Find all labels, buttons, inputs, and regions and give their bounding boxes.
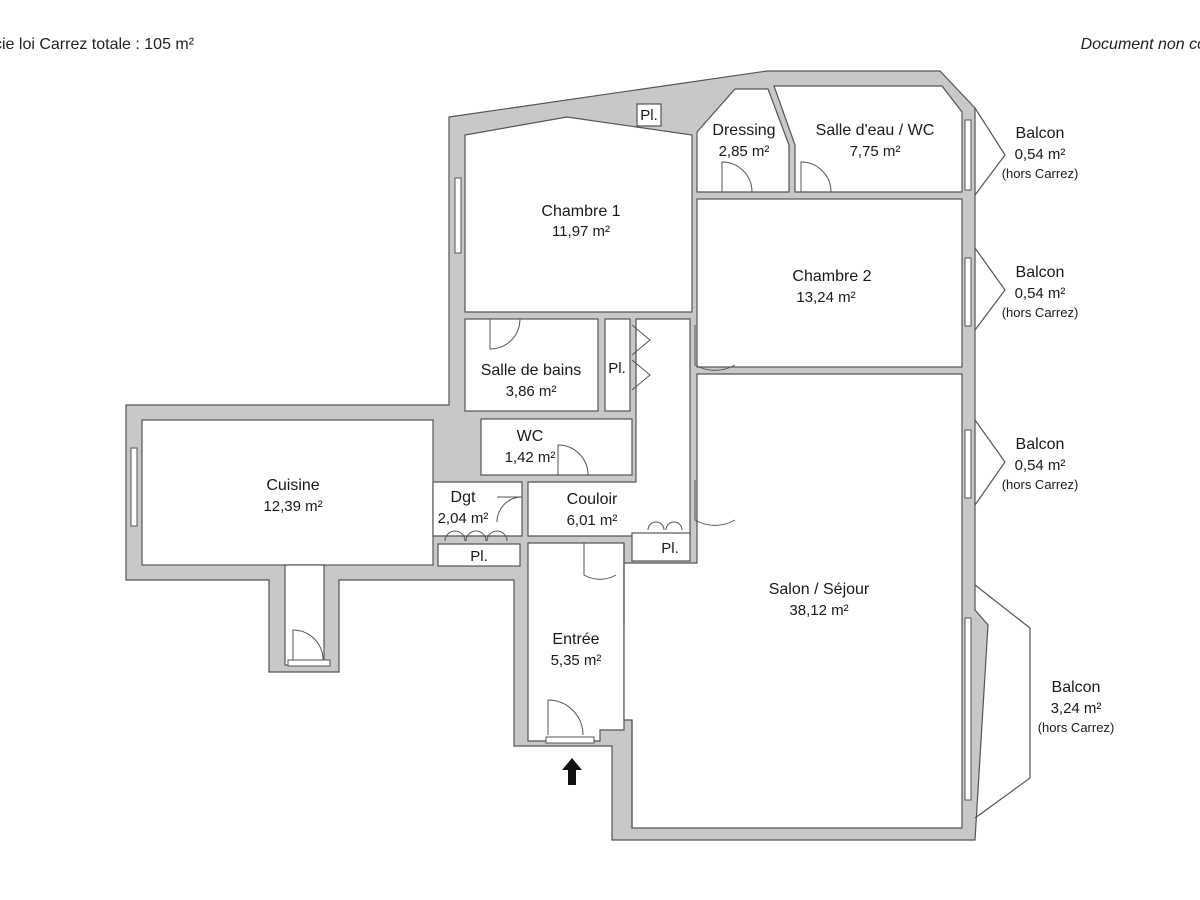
room-pl-dgt	[437, 543, 521, 567]
balcony-label: Balcon	[1052, 679, 1101, 696]
room-pl-top	[636, 103, 662, 127]
balcony-1-outline	[974, 107, 1006, 196]
balcony-area: 0,54 m²	[1015, 457, 1066, 474]
room-label: Chambre 1	[541, 203, 620, 220]
room-area: 38,12 m²	[789, 602, 848, 619]
room-area: 1,42 m²	[505, 449, 556, 466]
room-area: 6,01 m²	[567, 512, 618, 529]
room-wc	[480, 418, 633, 476]
room-area: 3,86 m²	[506, 383, 557, 400]
room-salle-eau	[773, 85, 963, 193]
room-area: 11,97 m²	[552, 223, 610, 240]
door-swing	[721, 161, 753, 193]
room-chambre-2	[696, 198, 963, 368]
door-swing	[496, 496, 523, 523]
room-label: Couloir	[567, 491, 618, 508]
room-area: 13,24 m²	[796, 289, 855, 306]
balcony-area: 3,24 m²	[1051, 700, 1102, 717]
balcony-3-outline	[974, 419, 1006, 506]
door-swing	[800, 161, 832, 193]
window	[287, 659, 331, 667]
closet-label: Pl.	[640, 107, 658, 124]
room-area: 5,35 m²	[551, 652, 602, 669]
room-pl-couloir	[631, 532, 691, 562]
room-couloir	[527, 318, 691, 537]
balcony-label: Balcon	[1016, 436, 1065, 453]
door-swing	[694, 480, 736, 526]
window	[964, 429, 972, 499]
door-swing	[292, 629, 324, 661]
room-pl-mid	[604, 318, 631, 412]
room-label: Chambre 2	[792, 268, 871, 285]
door-swing	[631, 324, 651, 391]
room-cuisine-alcove	[284, 564, 325, 666]
balcony-note: (hors Carrez)	[1002, 477, 1079, 492]
door-swing	[444, 530, 508, 542]
window	[130, 447, 138, 527]
balcony-note: (hors Carrez)	[1038, 720, 1115, 735]
total-area-caption: cie loi Carrez totale : 105 m²	[0, 36, 195, 53]
room-area: 2,04 m²	[438, 510, 489, 527]
window	[454, 177, 462, 254]
room-label: Cuisine	[266, 477, 319, 494]
room-label: Entrée	[552, 631, 599, 648]
room-label: WC	[517, 428, 544, 445]
balcony-label: Balcon	[1016, 125, 1065, 142]
room-label: Salon / Séjour	[769, 581, 870, 598]
window	[964, 617, 972, 801]
closet-label: Pl.	[661, 540, 679, 557]
balcony-area: 0,54 m²	[1015, 285, 1066, 302]
room-area: 12,39 m²	[263, 498, 322, 515]
door-swing	[489, 318, 521, 350]
window	[964, 119, 972, 191]
balcony-label: Balcon	[1016, 264, 1065, 281]
room-area: 7,75 m²	[850, 143, 901, 160]
closet-label: Pl.	[470, 548, 488, 565]
room-salle-bains	[464, 318, 599, 412]
balcony-2-outline	[974, 247, 1006, 331]
door-swing	[694, 325, 736, 371]
door-swing	[557, 444, 589, 476]
balcony-area: 0,54 m²	[1015, 146, 1066, 163]
room-dgt	[432, 481, 523, 537]
room-dressing	[696, 88, 790, 193]
window	[964, 257, 972, 327]
room-label: Dressing	[712, 122, 775, 139]
door-swing	[647, 521, 683, 531]
room-label: Salle de bains	[481, 362, 582, 379]
door-swing	[583, 543, 617, 580]
room-label: Salle d'eau / WC	[816, 122, 935, 139]
balcony-note: (hors Carrez)	[1002, 305, 1079, 320]
room-chambre-1	[464, 116, 693, 313]
closet-label: Pl.	[608, 360, 626, 377]
door-swing	[547, 699, 584, 736]
entrance-arrow-icon	[562, 758, 582, 785]
balcony-note: (hors Carrez)	[1002, 166, 1079, 181]
room-label: Dgt	[451, 489, 476, 506]
disclaimer-caption: Document non co	[1080, 36, 1200, 53]
room-area: 2,85 m²	[719, 143, 770, 160]
window	[545, 736, 595, 744]
balcony-4-outline	[974, 584, 1031, 819]
